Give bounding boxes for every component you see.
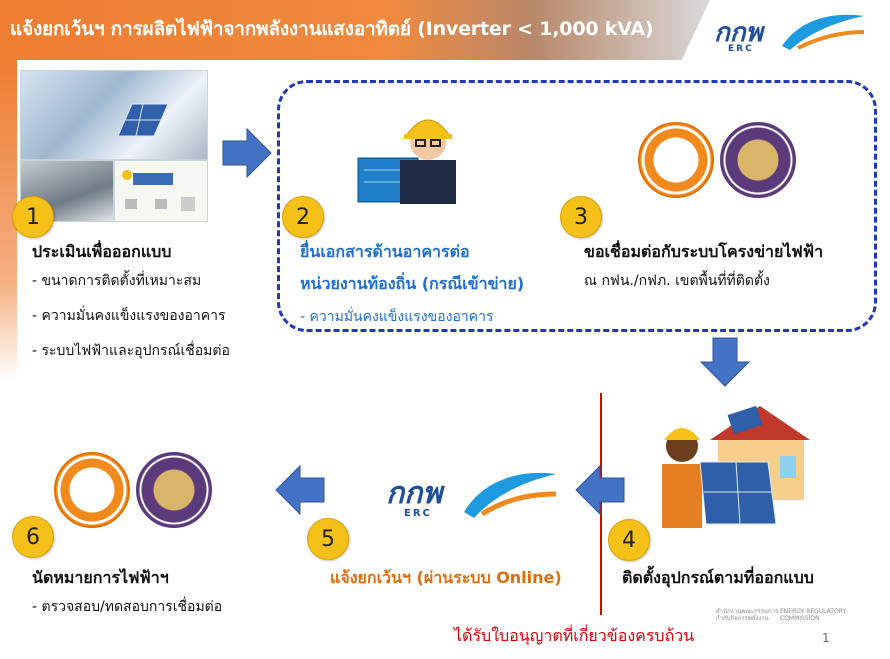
step-5-badge: 5 [307,518,349,560]
erc-swoosh-icon [782,14,865,50]
solar-system-diagram-photo [114,160,208,222]
system-diagram-icon [122,170,195,211]
footer-org-en: ENERGY REGULATORY COMMISSION [780,608,846,622]
page-number: 1 [822,631,830,645]
step-2-title-line2: หน่วยงานท้องถิ่น (กรณีเข้าข่าย) [300,274,525,293]
page-title: แจ้งยกเว้นฯ การผลิตไฟฟ้าจากพลังงานแสงอาท… [10,18,654,40]
building-and-grid-group [277,80,877,332]
engineer-icon [357,119,456,204]
arrow-right-icon [222,127,272,179]
step-5-title: แจ้งยกเว้นฯ (ผ่านระบบ Online) [330,568,562,587]
solar-panel-icon [117,103,169,137]
step-1-title: ประเมินเพื่อออกแบบ [32,242,172,261]
step-3-badge: 3 [560,196,602,238]
footer-org-thai-line2: กำกับกิจการพลังงาน [716,615,769,623]
step-6-badge: 6 [12,516,54,558]
pea-seal-icon [638,122,714,198]
left-accent-stripe [0,60,17,380]
step-2-badge: 2 [282,196,324,238]
arrow-down-icon [699,337,751,387]
house-installer-icon [662,405,810,528]
mea-seal-icon [720,122,796,198]
erc-swoosh-step-5-icon [464,472,557,518]
license-note: ได้รับใบอนุญาตที่เกี่ยวข้องครบถ้วน [454,626,695,645]
step-1-item-3: - ระบบไฟฟ้าและอุปกรณ์เชื่อมต่อ [32,343,230,359]
step-6-item-1: - ตรวจสอบ/ทดสอบการเชื่อมต่อ [32,599,223,615]
mea-seal-step-6-icon [136,452,212,528]
erc-logo-step-5-text: กกพ [386,476,443,511]
step-2-title-line1: ยื่นเอกสารด้านอาคารต่อ [300,242,470,261]
pea-seal-step-6-icon [54,452,130,528]
design-meeting-photo [20,70,208,160]
step-1-item-1: - ขนาดการติดตั้งที่เหมาะสม [32,273,202,289]
step-3-title: ขอเชื่อมต่อกับระบบโครงข่ายไฟฟ้า [584,242,824,261]
erc-logo-step-5: กกพ ERC [386,466,566,526]
step-3-item-1: ณ กฟน./กฟภ. เขตพื้นที่ที่ติดตั้ง [584,273,770,289]
erc-logo-sub: ERC [728,44,754,54]
footer-org-en-line2: COMMISSION [780,615,820,623]
step-1-badge: 1 [12,196,54,238]
step-4-title: ติดตั้งอุปกรณ์ตามที่ออกแบบ [622,568,814,587]
erc-logo-step-5-sub: ERC [404,508,432,519]
step-1-item-2: - ความมั่นคงแข็งแรงของอาคาร [32,308,226,324]
footer-org-thai-line1: สำนักงานคณะกรรมการ [716,608,779,615]
footer-org-en-line1: ENERGY REGULATORY [780,608,847,615]
step-6-title: นัดหมายการไฟฟ้าฯ [32,568,169,587]
footer-org-thai: สำนักงานคณะกรรมการ กำกับกิจการพลังงาน [716,608,778,622]
license-divider-line [600,393,602,615]
arrow-left-icon [575,464,625,516]
erc-logo-text: กกพ [714,18,763,48]
title-banner [0,0,710,60]
arrow-left-icon [275,464,325,516]
erc-logo: กกพ ERC [714,8,874,58]
step-2-item-1: - ความมั่นคงแข็งแรงของอาคาร [300,309,494,325]
step-4-badge: 4 [608,519,650,561]
